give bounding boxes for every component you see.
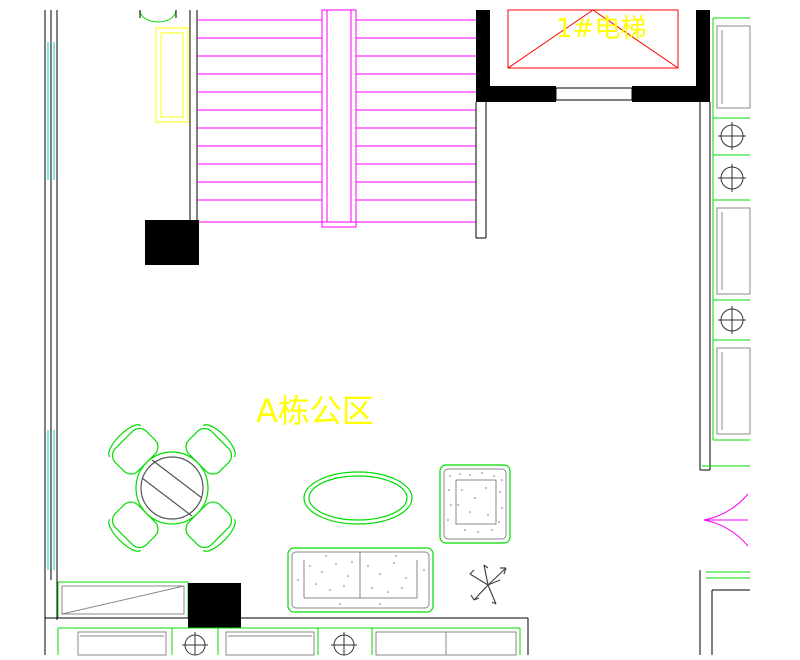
- elevator-cross-icon: [507, 9, 679, 69]
- outlet-icon: [182, 632, 357, 656]
- bottom-left-cabinet: [57, 581, 189, 619]
- bottom-cabinet-row: [45, 617, 529, 656]
- structural-column: [145, 220, 199, 265]
- elevator-label: 1#电梯: [556, 14, 646, 44]
- staircase: [197, 9, 476, 228]
- right-wall: [699, 102, 750, 655]
- left-exterior-wall: [44, 10, 58, 655]
- window: [47, 42, 55, 570]
- round-table-with-chairs-icon: [108, 424, 236, 552]
- structural-column: [188, 583, 241, 628]
- potted-plant-icon: [469, 564, 507, 605]
- right-cabinets: [702, 17, 751, 579]
- stair-treads-right: [356, 19, 476, 201]
- door-icon: [703, 493, 749, 547]
- armchair-icon: [439, 464, 511, 544]
- oval-table-icon: [303, 471, 413, 525]
- outlet-icon: [718, 122, 746, 334]
- two-seat-sofa-icon: [287, 547, 434, 613]
- elevator-shaft: 1#电梯: [475, 9, 710, 239]
- room-label: A栋公区: [256, 392, 374, 430]
- wall-fixture: [139, 9, 198, 222]
- stair-treads-left: [197, 19, 322, 201]
